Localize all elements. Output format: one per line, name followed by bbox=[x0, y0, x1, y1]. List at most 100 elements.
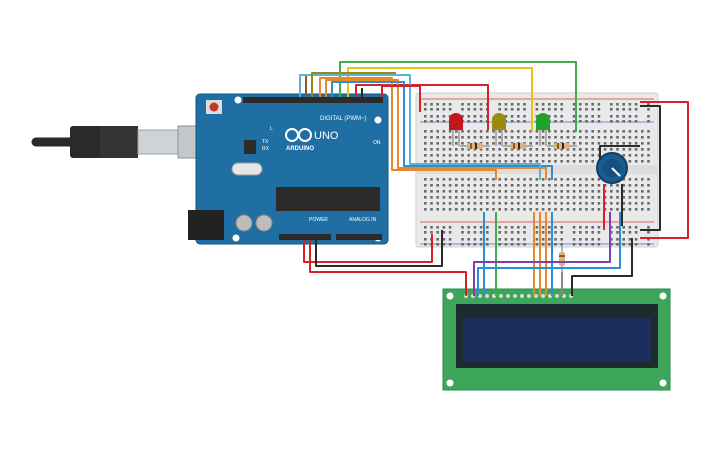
breadboard-hole bbox=[566, 160, 570, 163]
breadboard-hole bbox=[572, 120, 576, 123]
breadboard-hole bbox=[430, 148, 433, 151]
breadboard-hole bbox=[597, 136, 601, 139]
breadboard-hole bbox=[597, 238, 601, 241]
breadboard-hole bbox=[548, 196, 551, 199]
potentiometer-indicator bbox=[611, 167, 621, 177]
breadboard-hole bbox=[455, 148, 458, 151]
breadboard-hole bbox=[498, 142, 501, 145]
breadboard-hole bbox=[448, 130, 452, 133]
led-green bbox=[536, 113, 550, 146]
breadboard-hole bbox=[560, 160, 563, 163]
breadboard-hole bbox=[647, 136, 650, 139]
breadboard-hole bbox=[492, 202, 495, 205]
breadboard-hole bbox=[461, 148, 464, 151]
lcd-pin bbox=[541, 294, 545, 298]
breadboard-hole bbox=[585, 130, 588, 133]
breadboard-hole bbox=[473, 120, 477, 123]
breadboard-hole bbox=[430, 160, 433, 163]
breadboard-hole bbox=[616, 120, 619, 123]
breadboard-hole bbox=[554, 136, 557, 139]
breadboard-hole bbox=[498, 231, 501, 234]
breadboard-hole bbox=[585, 226, 588, 229]
breadboard-hole bbox=[529, 202, 532, 205]
breadboard-hole bbox=[554, 115, 557, 118]
breadboard-hole bbox=[448, 136, 452, 139]
breadboard-hole bbox=[541, 148, 545, 151]
breadboard-hole bbox=[554, 178, 557, 181]
breadboard-hole bbox=[510, 103, 514, 106]
breadboard-hole bbox=[597, 226, 601, 229]
breadboard-hole bbox=[597, 243, 601, 246]
breadboard-hole bbox=[442, 136, 446, 139]
breadboard-hole bbox=[560, 136, 563, 139]
breadboard-hole bbox=[442, 231, 446, 234]
breadboard-hole bbox=[473, 196, 477, 199]
breadboard-hole bbox=[566, 154, 570, 157]
breadboard-hole bbox=[585, 142, 588, 145]
breadboard-hole bbox=[579, 136, 582, 139]
breadboard-hole bbox=[486, 142, 489, 145]
arduino-logo-icon bbox=[285, 128, 312, 142]
breadboard-hole bbox=[641, 142, 644, 145]
breadboard-hole bbox=[467, 202, 470, 205]
breadboard-hole bbox=[467, 148, 470, 151]
breadboard-hole bbox=[647, 115, 650, 118]
breadboard-hole bbox=[473, 103, 477, 106]
breadboard-hole bbox=[610, 226, 613, 229]
breadboard-hole bbox=[517, 108, 520, 111]
breadboard-hole bbox=[461, 190, 464, 193]
breadboard-hole bbox=[579, 243, 582, 246]
breadboard-hole bbox=[572, 108, 576, 111]
breadboard-hole bbox=[535, 148, 539, 151]
breadboard-hole bbox=[634, 103, 638, 106]
breadboard-hole bbox=[504, 148, 508, 151]
mounting-hole bbox=[659, 379, 667, 387]
breadboard-hole bbox=[554, 190, 557, 193]
breadboard-hole bbox=[579, 238, 582, 241]
usb-plug-grip bbox=[100, 126, 138, 158]
breadboard-hole bbox=[591, 120, 594, 123]
breadboard-hole bbox=[492, 142, 495, 145]
breadboard-hole bbox=[517, 136, 520, 139]
wire-olive bbox=[311, 72, 396, 97]
breadboard-hole bbox=[473, 184, 477, 187]
breadboard-hole bbox=[486, 160, 489, 163]
breadboard-hole bbox=[560, 196, 563, 199]
breadboard-hole bbox=[622, 190, 625, 193]
breadboard-hole bbox=[548, 202, 551, 205]
breadboard-hole bbox=[647, 108, 650, 111]
breadboard-hole bbox=[597, 208, 601, 211]
breadboard-hole bbox=[529, 154, 532, 157]
breadboard-hole bbox=[517, 208, 520, 211]
breadboard-hole bbox=[424, 196, 427, 199]
breadboard-hole bbox=[560, 190, 563, 193]
breadboard-hole bbox=[455, 202, 458, 205]
breadboard-hole bbox=[424, 130, 427, 133]
breadboard-hole bbox=[585, 243, 588, 246]
breadboard-hole bbox=[610, 184, 613, 187]
breadboard-hole bbox=[424, 184, 427, 187]
breadboard-hole bbox=[560, 243, 563, 246]
breadboard-hole bbox=[504, 108, 508, 111]
breadboard-hole bbox=[504, 231, 508, 234]
breadboard-hole bbox=[566, 148, 570, 151]
breadboard-hole bbox=[622, 103, 625, 106]
breadboard-hole bbox=[486, 178, 489, 181]
breadboard-hole bbox=[541, 238, 545, 241]
led-yellow bbox=[492, 113, 506, 146]
breadboard-hole bbox=[535, 178, 539, 181]
resistor bbox=[460, 143, 490, 149]
breadboard-hole bbox=[591, 103, 594, 106]
breadboard-hole bbox=[628, 130, 632, 133]
breadboard-hole bbox=[548, 208, 551, 211]
breadboard-hole bbox=[541, 160, 545, 163]
breadboard-hole bbox=[448, 108, 452, 111]
breadboard-hole bbox=[634, 136, 638, 139]
mounting-hole bbox=[446, 379, 454, 387]
breadboard-hole bbox=[510, 120, 514, 123]
breadboard-hole bbox=[498, 136, 501, 139]
breadboard-hole bbox=[510, 160, 514, 163]
breadboard-hole bbox=[448, 202, 452, 205]
breadboard-hole bbox=[479, 196, 483, 199]
breadboard-hole bbox=[473, 190, 477, 193]
